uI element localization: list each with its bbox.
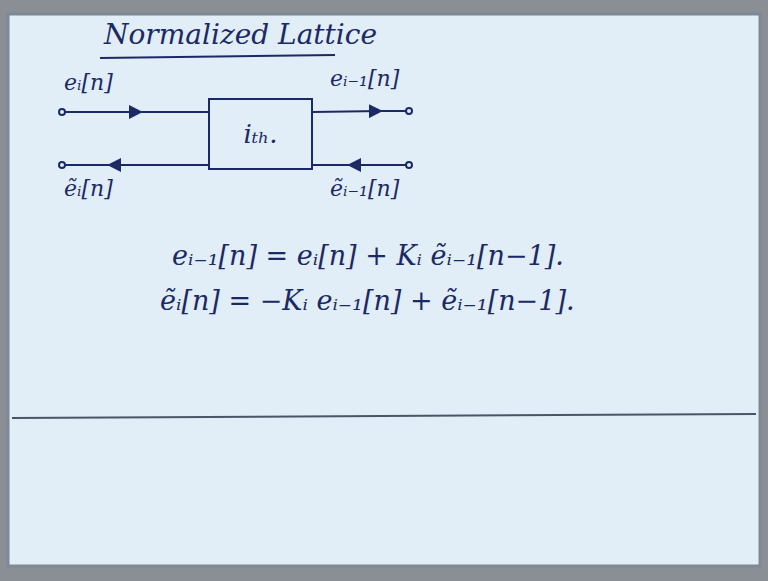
signal-wire — [140, 111, 208, 113]
equation: eᵢ₋₁[n] = eᵢ[n] + Kᵢ ẽᵢ₋₁[n−1]. — [172, 240, 564, 271]
signal-name: ẽᵢ[n] — [64, 176, 113, 201]
box-label: iₜₕ. — [243, 119, 277, 149]
signal-wire — [313, 111, 380, 112]
ruled-line — [12, 414, 756, 418]
signal-name: ẽᵢ₋₁[n] — [330, 176, 399, 201]
signal-wire — [313, 164, 350, 166]
title: Normalized Lattice — [104, 18, 377, 51]
signal-name: eᵢ₋₁[n] — [330, 66, 399, 91]
signal-wire — [65, 164, 110, 166]
terminal-dot — [59, 109, 65, 115]
terminal-dot — [59, 162, 65, 168]
paper-sheet — [8, 14, 760, 566]
title-underline — [100, 55, 335, 58]
signal-wire — [110, 164, 208, 166]
terminal-dot — [406, 108, 412, 114]
signal-wire — [65, 111, 140, 113]
lattice-stage-box: iₜₕ. — [208, 98, 313, 170]
signal-name: eᵢ[n] — [64, 70, 113, 95]
terminal-dot — [406, 162, 412, 168]
equation: ẽᵢ[n] = −Kᵢ eᵢ₋₁[n] + ẽᵢ₋₁[n−1]. — [160, 285, 575, 316]
signal-wire — [350, 164, 406, 166]
signal-wire — [380, 110, 406, 112]
